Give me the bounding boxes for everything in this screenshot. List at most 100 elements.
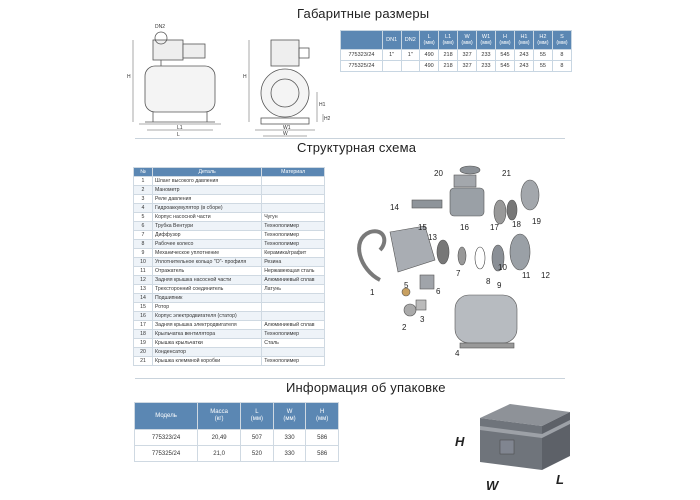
part-number: 3: [133, 194, 153, 204]
dims-header-cell: W(мм): [457, 30, 478, 50]
callout-2: 2: [402, 323, 407, 332]
dims-cell: [381, 60, 402, 72]
pack-header-cell: Масса(кг): [197, 402, 242, 430]
callout-3: 3: [420, 315, 425, 324]
part-name: Уплотнительное кольцо "О"- профиля: [151, 257, 263, 267]
dim-h2-label: H2: [324, 116, 330, 122]
part-material: Технополимер: [261, 230, 325, 240]
part-number: 13: [133, 284, 153, 294]
callout-20: 20: [434, 169, 443, 178]
pack-cell: 775325/24: [133, 445, 199, 462]
pack-cell: 20,49: [197, 429, 242, 446]
part-name: Задняя крышка насосной части: [151, 275, 263, 285]
dims-cell: 490: [419, 60, 440, 72]
part-name: Задняя крышка электродвигателя: [151, 320, 263, 330]
callout-8: 8: [486, 277, 491, 286]
part-name: Подшипник: [151, 293, 263, 303]
part-material: Резина: [261, 257, 325, 267]
box-w-label: W: [486, 478, 499, 493]
dims-cell: 243: [513, 60, 534, 72]
part-name: Диффузор: [151, 230, 263, 240]
part-number: 17: [133, 320, 153, 330]
part-name: Корпус электродвигателя (статор): [151, 311, 263, 321]
pack-cell: 330: [272, 445, 307, 462]
part-material: Алюминиевый сплав: [261, 320, 325, 330]
pack-cell: 586: [305, 445, 339, 462]
dims-cell: 775323/24: [340, 49, 383, 61]
box-l-label: L: [556, 472, 564, 487]
pack-header-cell: H(мм): [305, 402, 339, 430]
callout-5: 5: [404, 281, 409, 290]
part-material: [261, 347, 325, 357]
callout-19: 19: [532, 217, 541, 226]
dims-cell: 8: [551, 49, 573, 61]
part-name: Гидроаккумулятор (в сборе): [151, 203, 263, 213]
part-material: [261, 176, 325, 186]
pack-header-cell: L(мм): [240, 402, 274, 430]
part-number: 5: [133, 212, 153, 222]
part-name: Механическое уплотнение: [151, 248, 263, 258]
part-number: 6: [133, 221, 153, 231]
part-number: 11: [133, 266, 153, 276]
part-material: Технополимер: [261, 239, 325, 249]
callout-10: 10: [498, 263, 507, 272]
part-name: Рабочее колесо: [151, 239, 263, 249]
dims-header-cell: L1(мм): [438, 30, 459, 50]
part-material: Сталь: [261, 338, 325, 348]
part-material: Технополимер: [261, 356, 325, 366]
callout-15: 15: [418, 223, 427, 232]
dim-h-label: H: [127, 74, 131, 80]
callout-7: 7: [456, 269, 461, 278]
parts-header-cell: №: [133, 167, 153, 177]
dim-w1-label: W1: [283, 125, 291, 131]
part-material: Чугун: [261, 212, 325, 222]
part-number: 20: [133, 347, 153, 357]
part-number: 7: [133, 230, 153, 240]
part-name: Реле давления: [151, 194, 263, 204]
callout-14: 14: [390, 203, 399, 212]
packing-title: Информация об упаковке: [286, 380, 446, 395]
callout-4: 4: [455, 349, 460, 358]
parts-header-cell: Материал: [261, 167, 325, 177]
part-name: Конденсатор: [151, 347, 263, 357]
callout-16: 16: [460, 223, 469, 232]
dims-cell: 775325/24: [340, 60, 383, 72]
part-name: Крыльчатка вентилятора: [151, 329, 263, 339]
part-number: 12: [133, 275, 153, 285]
part-name: Трубка Вентури: [151, 221, 263, 231]
dims-cell: 233: [476, 49, 496, 61]
dims-cell: 545: [495, 49, 515, 61]
callout-9: 9: [497, 281, 502, 290]
dims-cell: 545: [495, 60, 515, 72]
divider-2: [135, 378, 565, 379]
dims-cell: 1": [400, 49, 421, 61]
pack-cell: 330: [272, 429, 307, 446]
dims-cell: 8: [551, 60, 573, 72]
callout-12: 12: [541, 271, 550, 280]
callout-6: 6: [436, 287, 441, 296]
divider-1: [135, 138, 565, 139]
dims-cell: 233: [476, 60, 496, 72]
part-number: 15: [133, 302, 153, 312]
pack-cell: 520: [240, 445, 274, 462]
